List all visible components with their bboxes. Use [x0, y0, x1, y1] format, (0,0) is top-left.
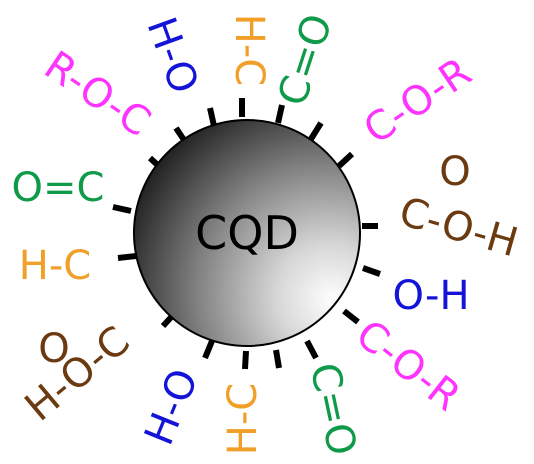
group-roc-top-left: R-O-C: [36, 43, 158, 146]
bond-top: [207, 107, 217, 127]
group-ho-bottom: H-O: [136, 363, 208, 452]
bond-bottom-right: [342, 308, 360, 325]
bond-bottom-left: [202, 339, 215, 360]
group-ho-top: H-O: [137, 11, 207, 99]
bond-bottom-right-2: [304, 339, 319, 360]
bond-left-lower: [117, 253, 137, 261]
bond-left: [112, 204, 132, 214]
group-hc-left: H-C: [19, 243, 91, 289]
bond-right-upper: [336, 151, 355, 169]
group-cor-bottom-right: C-O-R: [347, 311, 469, 420]
group-hc-top: H-C: [226, 14, 272, 86]
group-oh-right: O-H: [392, 273, 469, 319]
bond-top-right-2: [308, 121, 324, 141]
group-hc-bottom: H-C: [220, 383, 266, 455]
group-cooh-right: C-O-H: [394, 189, 523, 266]
group-co-in-cooh-left: O: [38, 326, 69, 372]
bond-bottom: [273, 349, 282, 369]
group-hoc-bottom-left: H-O-C: [17, 318, 139, 431]
quantum-dot-sphere: [133, 119, 361, 347]
group-co-top: C=O: [269, 9, 341, 112]
group-co-bottom: C=O: [301, 359, 365, 459]
core-label: CQD: [195, 206, 299, 260]
bond-right-lower: [362, 265, 381, 277]
bond-bottom-2: [242, 350, 249, 370]
group-co-in-cooh-right: O: [439, 149, 470, 195]
group-cor-top-right: C-O-R: [356, 49, 480, 153]
bond-top-right: [275, 104, 285, 124]
bonds: [112, 98, 381, 370]
group-oc-left: O=C: [12, 165, 105, 211]
